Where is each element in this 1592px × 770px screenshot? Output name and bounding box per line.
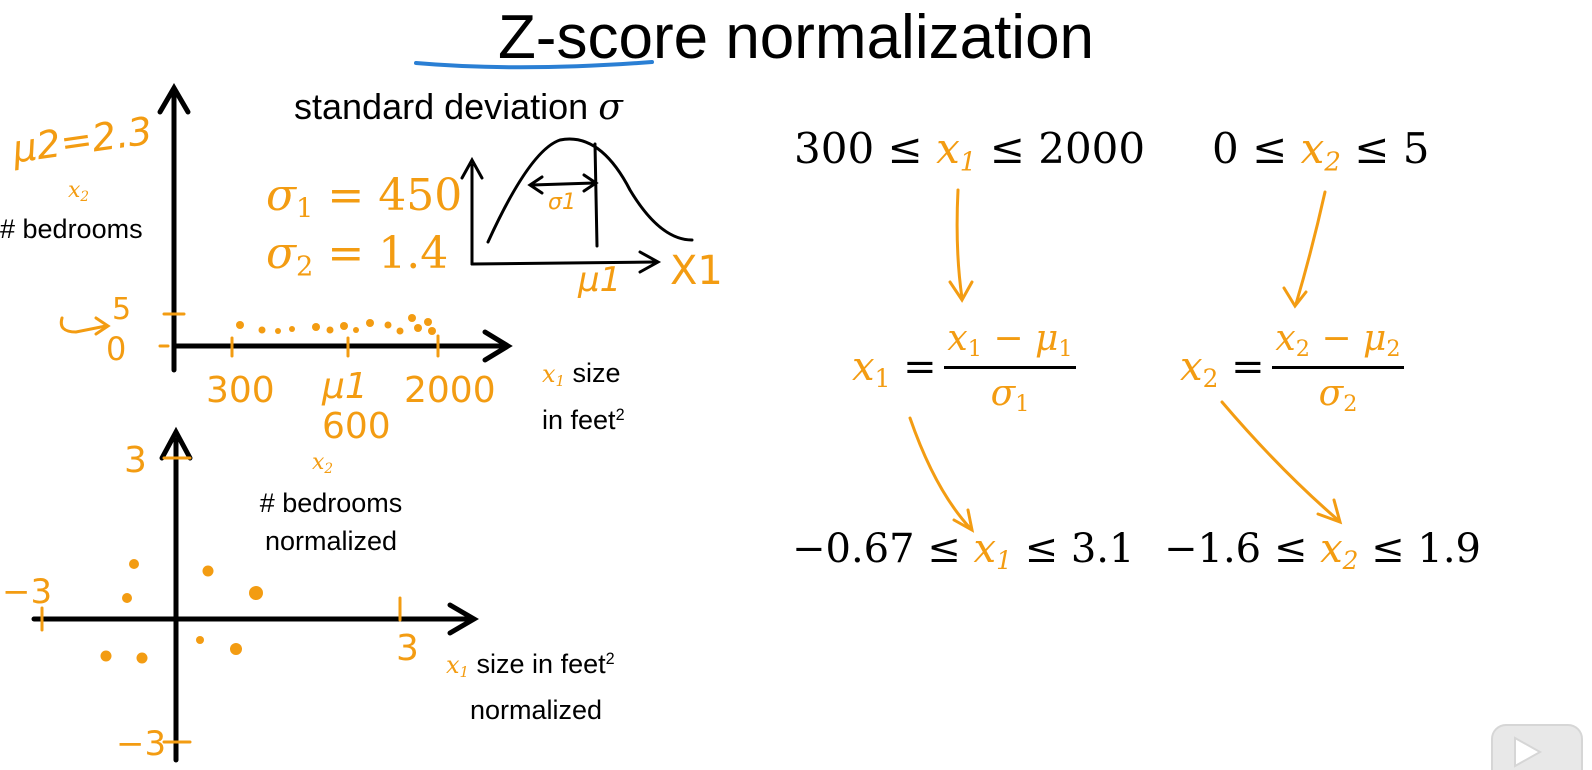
bottom-plot-axes	[31, 426, 479, 763]
result-x1: −0.67 ≤ x1 ≤ 3.1	[792, 526, 1135, 575]
top-tick-2000: 2000	[404, 370, 496, 411]
bottom-tick-left: −3	[2, 572, 53, 612]
data-point	[396, 327, 404, 335]
page-title: Z-score normalization	[0, 2, 1592, 73]
data-point	[275, 328, 281, 334]
data-point	[340, 322, 348, 330]
norm1-fraction: x1 − μ1 σ1	[944, 318, 1076, 417]
data-point	[366, 319, 374, 327]
bottom-y-label: # bedrooms normalized	[259, 488, 403, 556]
top-tick-0: 0	[106, 330, 127, 368]
data-point	[326, 326, 334, 334]
title-underline	[414, 60, 654, 70]
arrow-norm2-to-result2	[1220, 400, 1340, 522]
norm2-fraction: x2 − μ2 σ2	[1272, 318, 1404, 417]
curve-mu1-label: μ1	[578, 260, 622, 300]
data-point	[353, 327, 359, 333]
top-tick-5: 5	[112, 292, 132, 327]
data-point	[196, 636, 204, 644]
title-zscore: Z-score	[497, 3, 709, 72]
range-x1: 300 ≤ x1 ≤ 2000	[794, 124, 1146, 178]
bell-curve-sketch	[460, 137, 694, 274]
corner-logo-icon	[1491, 724, 1583, 770]
data-point	[230, 643, 242, 655]
equation-arrows	[908, 188, 1343, 533]
data-point	[136, 652, 148, 664]
data-point	[129, 559, 139, 569]
data-point	[384, 321, 392, 329]
arrow-norm1-to-result1	[908, 416, 972, 530]
data-point	[236, 321, 244, 329]
bottom-tick-top: 3	[124, 440, 147, 481]
bottom-tick-bottom: −3	[116, 724, 167, 764]
top-tick-300: 300	[206, 370, 275, 411]
arrow-range1-to-norm1	[955, 188, 964, 300]
top-y-label: # bedrooms	[0, 214, 143, 244]
norm1-lhs: x1 =	[852, 344, 937, 393]
top-plot-ticks	[59, 312, 440, 358]
data-point	[414, 324, 422, 332]
bottom-plot-dots	[100, 559, 263, 664]
data-point	[249, 586, 263, 600]
fraction-bar	[1272, 366, 1404, 370]
curve-sigma1-label: σ1	[548, 190, 576, 215]
range-x2: 0 ≤ x2 ≤ 5	[1212, 124, 1430, 178]
bottom-plot-ticks	[40, 456, 402, 744]
top-y-var: x2	[68, 178, 90, 205]
data-point	[408, 314, 416, 322]
bottom-y-var: x2	[312, 450, 334, 477]
top-plot-axes	[157, 83, 513, 373]
top-plot-dots	[236, 314, 436, 335]
top-tick-mu1: μ1	[322, 366, 368, 407]
fraction-bar	[944, 366, 1076, 370]
data-point	[428, 327, 436, 335]
data-point	[289, 326, 295, 332]
data-point	[312, 323, 320, 331]
data-point	[424, 318, 432, 326]
title-normalization: normalization	[725, 3, 1095, 72]
bottom-tick-right: 3	[396, 628, 419, 669]
sigma2-value: σ2 = 1.4	[266, 228, 449, 283]
norm2-lhs: x2 =	[1180, 344, 1265, 393]
top-tick-600: 600	[322, 406, 391, 447]
curve-x1-label: X1	[670, 248, 723, 294]
std-dev-label: standard deviation σ	[294, 86, 623, 128]
sigma1-value: σ1 = 450	[266, 170, 463, 225]
data-point	[202, 565, 214, 577]
bottom-x-label: x1 size in feet2 normalized	[446, 648, 615, 726]
arrow-range2-to-norm2	[1294, 190, 1327, 306]
data-point	[100, 650, 112, 662]
data-point	[258, 326, 266, 334]
data-point	[122, 593, 132, 603]
result-x2: −1.6 ≤ x2 ≤ 1.9	[1164, 526, 1481, 575]
top-x-label: x1 size in feet2	[542, 358, 625, 436]
